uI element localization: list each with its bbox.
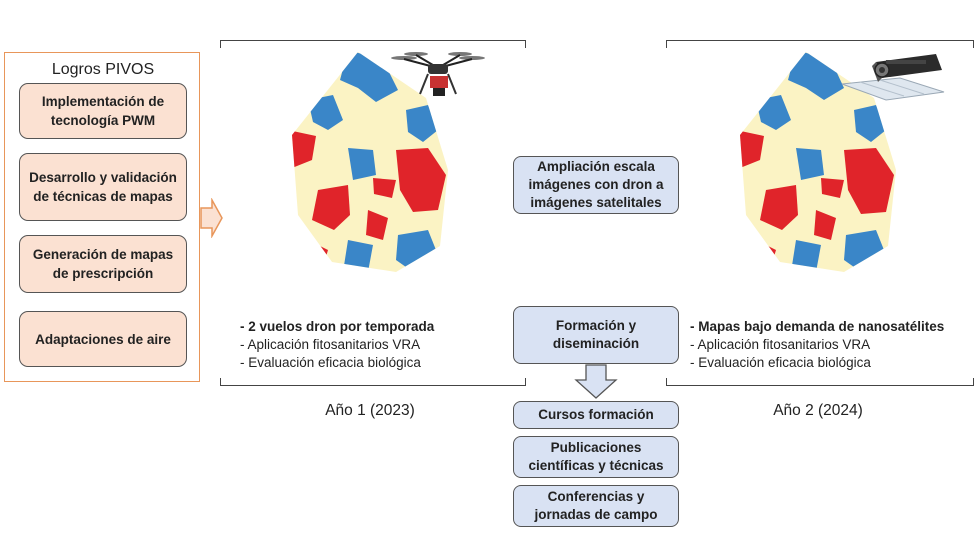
pivos-achievements-panel: Logros PIVOS Implementación de tecnologí… — [4, 52, 200, 382]
year2-bullet-vra: - Aplicación fitosanitarios VRA — [690, 337, 871, 352]
arrow-down-icon — [574, 364, 618, 399]
nanosatellite-icon — [841, 54, 945, 101]
pivos-panel-title: Logros PIVOS — [51, 61, 155, 78]
year1-bullet-efficacy: - Evaluación eficacia biológica — [240, 355, 421, 370]
year1-bullet-vra: - Aplicación fitosanitarios VRA — [240, 337, 421, 352]
drone-icon — [391, 52, 485, 96]
pivos-item-mapping-techniques: Desarrollo y validación de técnicas de m… — [19, 153, 187, 221]
year2-bullet-efficacy: - Evaluación eficacia biológica — [690, 355, 871, 370]
year1-bracket-top — [220, 40, 526, 48]
year2-bullets: - Mapas bajo demanda de nanosatélites - … — [690, 318, 944, 372]
output-publications: Publicaciones científicas y técnicas — [513, 436, 679, 478]
output-training-courses: Cursos formación — [513, 401, 679, 429]
year1-bullet-flights: - 2 vuelos dron por temporada — [240, 319, 435, 334]
year2-bullet-nanosatellite-maps: - Mapas bajo demanda de nanosatélites — [690, 319, 945, 334]
year1-label: Año 1 (2023) — [325, 402, 415, 419]
training-dissemination-box: Formación y diseminación — [513, 306, 679, 364]
year1-prescription-map — [292, 52, 448, 272]
year2-bracket-top — [666, 40, 974, 48]
pivos-item-air-adaptations: Adaptaciones de aire — [19, 311, 187, 367]
year1-bullets: - 2 vuelos dron por temporada - Aplicaci… — [240, 318, 434, 372]
year2-label: Año 2 (2024) — [773, 402, 863, 419]
pivos-item-pwm: Implementación de tecnología PWM — [19, 83, 187, 139]
year1-bracket-bottom — [220, 378, 526, 386]
scale-up-box: Ampliación escala imágenes con dron a im… — [513, 156, 679, 214]
year2-bracket-bottom — [666, 378, 974, 386]
year2-prescription-map — [740, 52, 896, 272]
output-conferences: Conferencias y jornadas de campo — [513, 485, 679, 527]
arrow-right-icon — [200, 198, 223, 238]
pivos-item-prescription-maps: Generación de mapas de prescripción — [19, 235, 187, 293]
